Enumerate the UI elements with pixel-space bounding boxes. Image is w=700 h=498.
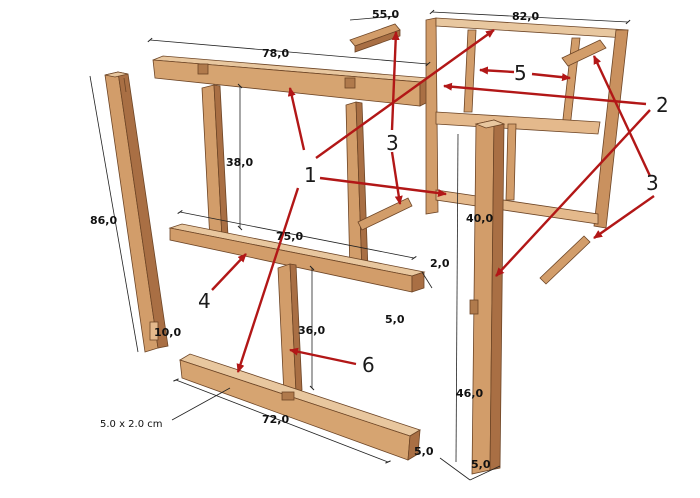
dimension-lines [89, 9, 631, 481]
dim-post-lower: 36,0 [298, 324, 325, 337]
dim-rail-depth: 5,0 [385, 313, 405, 326]
callout-1: 1 [304, 163, 317, 187]
dim-rail-thickness: 2,0 [430, 257, 450, 270]
dim-top-rail: 78,0 [262, 47, 289, 60]
front-leg [469, 119, 506, 475]
callout-4: 4 [198, 289, 211, 313]
leg-left [104, 71, 169, 353]
callout-2: 2 [656, 93, 669, 117]
callout-arrows [211, 29, 655, 373]
side-frame [425, 17, 629, 229]
dim-leg-lower: 46,0 [456, 387, 483, 400]
callout-3-left: 3 [386, 131, 399, 155]
dim-side-frame: 82,0 [512, 10, 539, 23]
callout-3-right: 3 [646, 171, 659, 195]
dim-base-rail: 72,0 [262, 413, 289, 426]
dim-cleat: 55,0 [372, 8, 399, 21]
dim-notch: 10,0 [154, 326, 181, 339]
top-rail [152, 55, 430, 107]
cleat-top [349, 23, 401, 53]
dim-shelf-rail: 75,0 [276, 230, 303, 243]
section-label: 5.0 x 2.0 cm [100, 419, 163, 430]
cleat-right-loose [539, 235, 591, 285]
callout-6: 6 [362, 353, 375, 377]
callout-5: 5 [514, 61, 527, 85]
upper-post-left [201, 84, 229, 242]
dim-leg-width-a: 5,0 [414, 445, 434, 458]
dim-post-upper: 38,0 [226, 156, 253, 169]
dim-leg-height: 86,0 [90, 214, 117, 227]
dim-leg-upper: 40,0 [466, 212, 493, 225]
dim-leg-width-b: 5,0 [471, 458, 491, 471]
wood-parts [104, 17, 629, 475]
